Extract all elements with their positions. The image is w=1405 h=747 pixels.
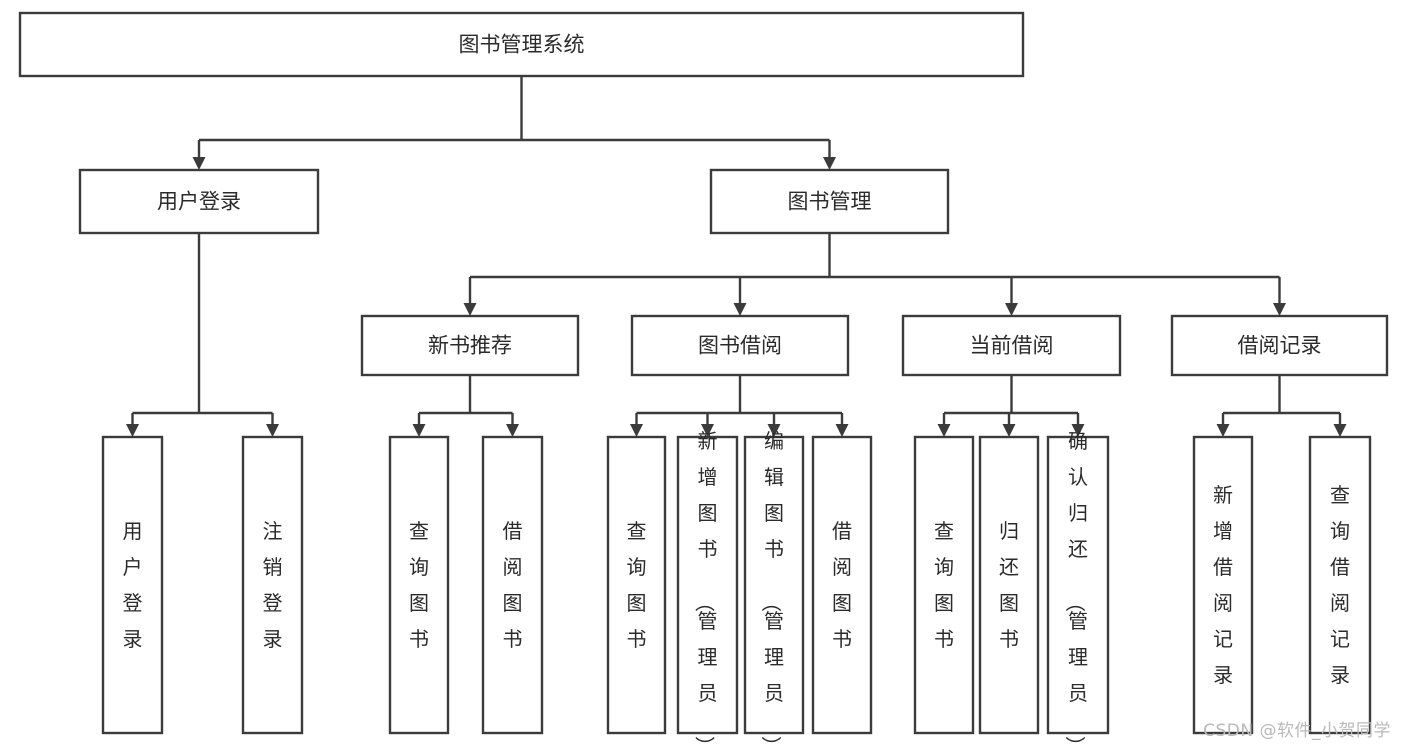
node-leaf-borrow-book-2-label: 借阅图书 — [832, 519, 852, 651]
node-leaf-edit-book[interactable]: 编辑图书（管理员） — [743, 429, 805, 747]
node-current-borrow-box — [901, 314, 1122, 377]
node-leaf-add-record[interactable]: 新增借阅记录 — [1192, 435, 1254, 735]
node-user-login[interactable]: 用户登录 — [78, 168, 320, 235]
book-borrow-to-leaf-3-arrow-icon — [835, 424, 849, 437]
current-borrow-to-leaf-1-arrow-icon — [1002, 424, 1016, 437]
node-book-manage-box — [709, 168, 950, 235]
node-borrow-record-label: 借阅记录 — [1238, 334, 1322, 358]
borrow-record-to-leaf-1-arrow-icon — [1333, 424, 1347, 437]
node-book-borrow[interactable]: 图书借阅 — [630, 314, 850, 377]
node-leaf-query-book-1[interactable]: 查询图书 — [388, 435, 450, 735]
node-leaf-add-record-label: 新增借阅记录 — [1213, 483, 1233, 687]
node-current-borrow-label: 当前借阅 — [970, 334, 1054, 358]
user-login-to-leaf-0-arrow-icon — [126, 424, 139, 437]
node-leaf-borrow-book-1-label: 借阅图书 — [503, 519, 523, 651]
node-leaf-confirm-return-label: 确认归还（管理员） — [1063, 429, 1088, 747]
node-book-borrow-label: 图书借阅 — [698, 334, 782, 358]
book-manage-to-level3-2-arrow-icon — [1005, 303, 1018, 316]
node-new-book-recommend-box — [360, 314, 580, 377]
connector-lines — [126, 76, 1347, 437]
node-leaf-return-book-box — [978, 435, 1040, 735]
node-root-label: 图书管理系统 — [459, 33, 585, 57]
node-leaf-query-book-2-box — [606, 435, 667, 735]
node-leaf-return-book[interactable]: 归还图书 — [978, 435, 1040, 735]
book-manage-to-level3-3-arrow-icon — [1273, 303, 1286, 316]
root-to-level2-1-arrow-icon — [823, 157, 836, 170]
user-login-to-leaf-1-arrow-icon — [266, 424, 279, 437]
node-leaf-user-login[interactable]: 用户登录 — [101, 435, 164, 735]
node-leaf-logout-login-box — [241, 435, 304, 735]
book-manage-to-level3-0-arrow-icon — [463, 303, 477, 316]
node-borrow-record-box — [1170, 314, 1389, 377]
node-leaf-logout-login[interactable]: 注销登录 — [241, 435, 304, 735]
node-current-borrow[interactable]: 当前借阅 — [901, 314, 1122, 377]
node-new-book-recommend[interactable]: 新书推荐 — [360, 314, 580, 377]
node-leaf-query-book-2[interactable]: 查询图书 — [606, 435, 667, 735]
node-leaf-add-record-box — [1192, 435, 1254, 735]
root-to-level2-0-arrow-icon — [192, 157, 206, 170]
book-borrow-to-leaf-2-arrow-icon — [767, 424, 781, 437]
current-borrow-to-leaf-2-arrow-icon — [1071, 424, 1085, 437]
node-leaf-user-login-box — [101, 435, 164, 735]
node-leaf-borrow-book-1[interactable]: 借阅图书 — [481, 435, 544, 735]
node-leaf-query-record-label: 查询借阅记录 — [1330, 483, 1350, 687]
current-borrow-to-leaf-0-arrow-icon — [937, 424, 951, 437]
node-leaf-borrow-book-2-box — [811, 435, 873, 735]
node-leaf-query-book-1-label: 查询图书 — [409, 519, 429, 651]
node-leaf-query-book-3-label: 查询图书 — [934, 519, 954, 651]
node-boxes: 图书管理系统用户登录图书管理新书推荐图书借阅当前借阅借阅记录用户登录注销登录查询… — [18, 11, 1389, 747]
node-borrow-record[interactable]: 借阅记录 — [1170, 314, 1389, 377]
node-leaf-edit-book-label: 编辑图书（管理员） — [759, 429, 784, 747]
node-leaf-borrow-book-2[interactable]: 借阅图书 — [811, 435, 873, 735]
node-leaf-borrow-book-1-box — [481, 435, 544, 735]
node-leaf-add-book-box — [676, 435, 739, 735]
borrow-record-to-leaf-0-arrow-icon — [1216, 424, 1230, 437]
node-user-login-label: 用户登录 — [157, 190, 241, 214]
node-leaf-query-record[interactable]: 查询借阅记录 — [1308, 435, 1372, 735]
node-new-book-recommend-label: 新书推荐 — [428, 334, 512, 358]
node-root-box — [18, 11, 1025, 78]
node-leaf-edit-book-box — [743, 435, 805, 735]
node-leaf-add-book[interactable]: 新增图书（管理员） — [676, 429, 739, 747]
book-borrow-to-leaf-1-arrow-icon — [701, 424, 714, 437]
node-book-manage-label: 图书管理 — [788, 190, 872, 214]
node-leaf-return-book-label: 归还图书 — [999, 519, 1019, 651]
book-borrow-to-leaf-0-arrow-icon — [630, 424, 643, 437]
node-leaf-logout-login-label: 注销登录 — [263, 519, 283, 651]
node-root[interactable]: 图书管理系统 — [18, 11, 1025, 78]
node-leaf-user-login-label: 用户登录 — [123, 519, 143, 651]
node-leaf-confirm-return-box — [1046, 435, 1110, 735]
node-leaf-confirm-return[interactable]: 确认归还（管理员） — [1046, 429, 1110, 747]
new-book-recommend-to-leaf-1-arrow-icon — [506, 424, 519, 437]
node-user-login-box — [78, 168, 320, 235]
node-leaf-query-book-3-box — [913, 435, 975, 735]
node-leaf-query-book-2-label: 查询图书 — [627, 519, 647, 651]
node-leaf-query-book-3[interactable]: 查询图书 — [913, 435, 975, 735]
node-book-borrow-box — [630, 314, 850, 377]
node-leaf-query-book-1-box — [388, 435, 450, 735]
new-book-recommend-to-leaf-0-arrow-icon — [412, 424, 426, 437]
node-leaf-query-record-box — [1308, 435, 1372, 735]
node-book-manage[interactable]: 图书管理 — [709, 168, 950, 235]
node-leaf-add-book-label: 新增图书（管理员） — [693, 429, 718, 747]
book-manage-to-level3-1-arrow-icon — [733, 303, 747, 316]
